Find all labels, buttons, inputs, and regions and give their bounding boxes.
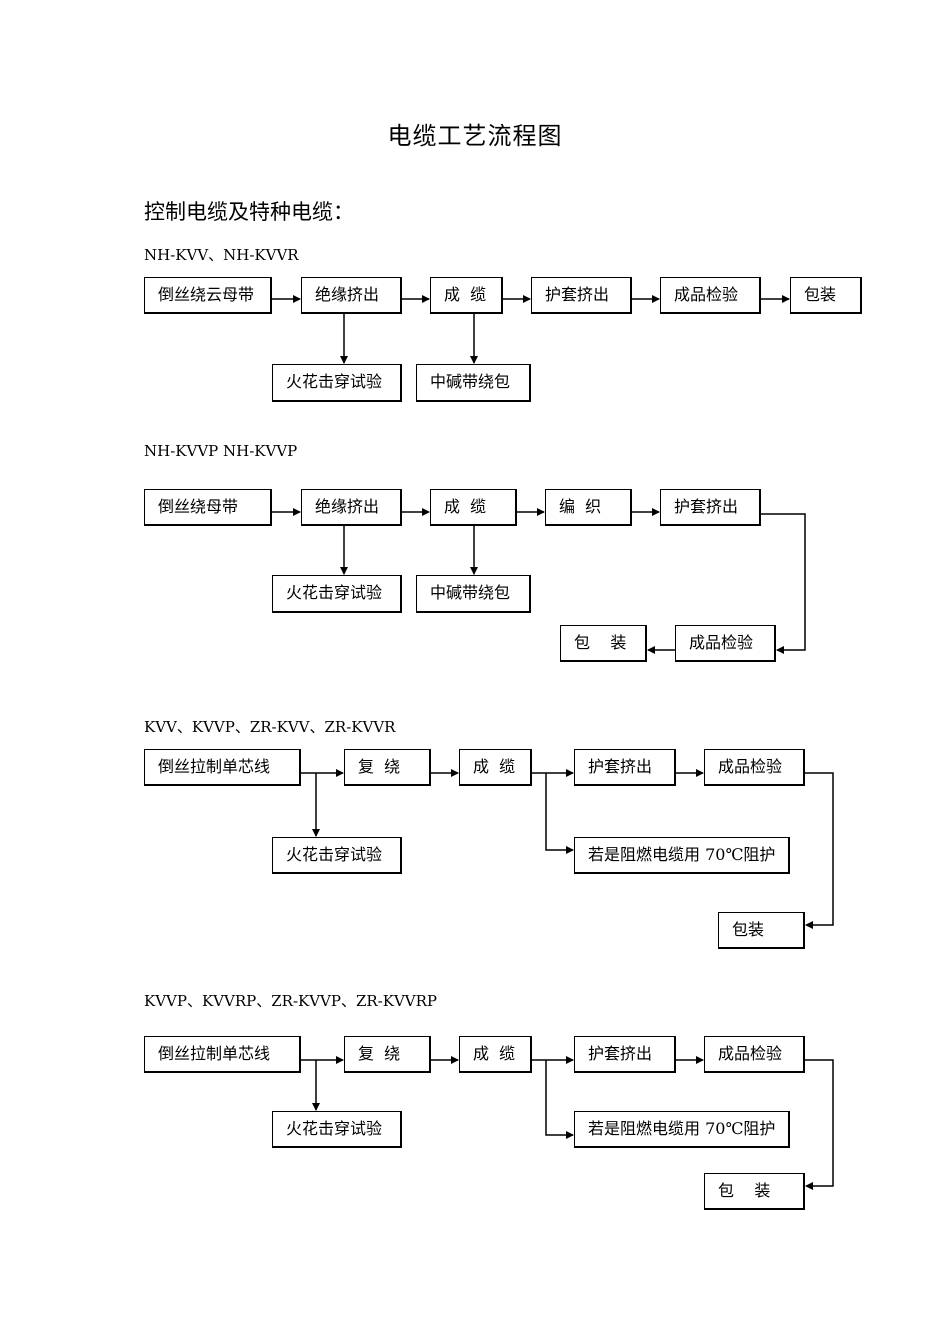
s1-box-cabling: 成 缆: [430, 277, 503, 314]
s2-box-insulation-extrusion: 绝缘挤出: [301, 489, 402, 526]
section-1-label: NH-KVV、NH-KVVR: [144, 246, 299, 264]
s1-box-insulation-extrusion: 绝缘挤出: [301, 277, 402, 314]
page-subtitle: 控制电缆及特种电缆：: [144, 200, 354, 224]
s3-box-rewinding: 复 绕: [344, 749, 431, 786]
s2-box-packing: 包 装: [560, 625, 647, 662]
s4-arrow-branch-note: [545, 1060, 574, 1139]
s4-box-flame-retardant-note: 若是阻燃电缆用 70℃阻护: [574, 1111, 790, 1148]
s2-box-drawing-mica: 倒丝绕母带: [144, 489, 272, 526]
page-title: 电缆工艺流程图: [387, 122, 563, 150]
s4-box-final-inspection: 成品检验: [704, 1036, 805, 1073]
s4-box-packing: 包 装: [704, 1173, 805, 1210]
s1-box-glass-tape-wrap: 中碱带绕包: [416, 364, 531, 402]
s2-box-cabling: 成 缆: [430, 489, 517, 526]
s3-arrow-return: [805, 772, 834, 929]
section-2-label: NH-KVVP NH-KVVP: [144, 442, 298, 460]
s3-box-final-inspection: 成品检验: [704, 749, 805, 786]
s1-box-packing: 包装: [790, 277, 862, 314]
s2-box-glass-tape-wrap: 中碱带绕包: [416, 575, 531, 613]
s1-box-spark-test: 火花击穿试验: [272, 364, 402, 402]
s2-arrow-return: [761, 513, 806, 654]
s4-arrow-return: [805, 1059, 834, 1190]
s3-box-wire-drawing: 倒丝拉制单芯线: [144, 749, 301, 786]
s2-box-spark-test: 火花击穿试验: [272, 575, 402, 613]
s4-box-sheath-extrusion: 护套挤出: [574, 1036, 676, 1073]
s3-arrow-branch-note: [545, 773, 574, 854]
s3-box-sheath-extrusion: 护套挤出: [574, 749, 676, 786]
section-4-label: KVVP、KVVRP、ZR-KVVP、ZR-KVVRP: [144, 992, 438, 1010]
s4-box-spark-test: 火花击穿试验: [272, 1111, 402, 1148]
s1-box-sheath-extrusion: 护套挤出: [531, 277, 632, 314]
s2-box-sheath-extrusion: 护套挤出: [660, 489, 761, 526]
s4-box-cabling: 成 缆: [459, 1036, 532, 1073]
s3-box-spark-test: 火花击穿试验: [272, 837, 402, 874]
s2-box-braiding: 编 织: [545, 489, 632, 526]
s1-box-drawing-mica: 倒丝绕云母带: [144, 277, 272, 314]
s1-box-final-inspection: 成品检验: [660, 277, 761, 314]
s3-box-cabling: 成 缆: [459, 749, 532, 786]
s3-box-flame-retardant-note: 若是阻燃电缆用 70℃阻护: [574, 837, 790, 874]
s4-box-rewinding: 复 绕: [344, 1036, 431, 1073]
section-3-label: KVV、KVVP、ZR-KVV、ZR-KVVR: [144, 718, 396, 736]
s3-box-packing: 包装: [718, 912, 805, 949]
s2-box-final-inspection: 成品检验: [675, 625, 776, 662]
s4-box-wire-drawing: 倒丝拉制单芯线: [144, 1036, 301, 1073]
